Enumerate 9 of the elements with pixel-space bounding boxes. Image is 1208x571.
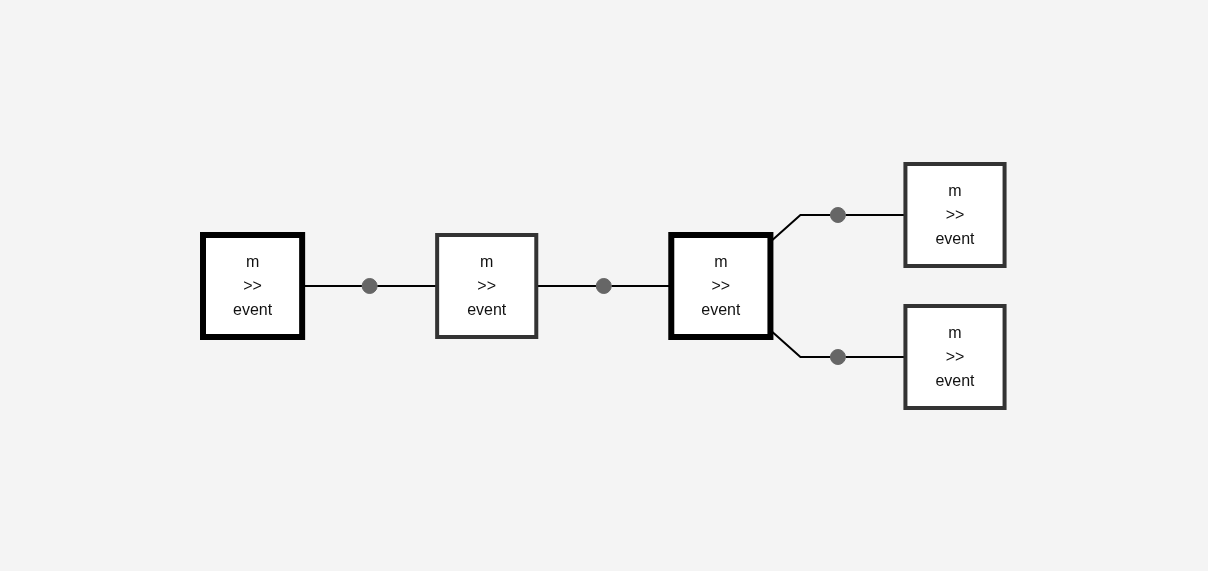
node-circle: [361, 277, 378, 294]
node-box: m >> event: [435, 232, 539, 339]
node-box: m >> event: [200, 231, 306, 340]
node-box: m >> event: [668, 231, 774, 340]
node-circle: [830, 206, 847, 223]
node-circle: [830, 348, 847, 365]
node-box: m >> event: [903, 303, 1007, 410]
node-circle: [596, 277, 612, 294]
node-box: m >> event: [903, 161, 1007, 268]
